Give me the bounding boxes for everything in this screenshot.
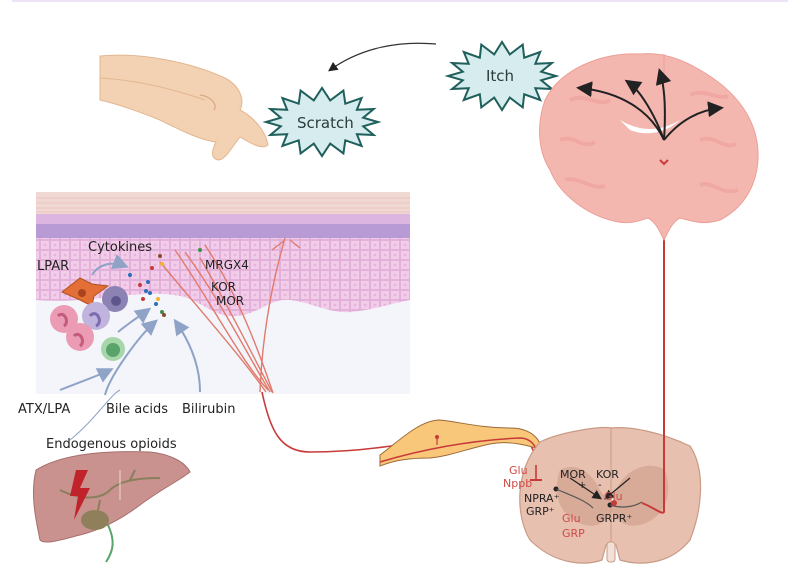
itch-to-scratch-arrow: [328, 42, 437, 72]
liver-illustration: [32, 451, 191, 563]
glu-left-label: Glu: [509, 464, 528, 477]
mor-label: MOR: [216, 294, 245, 308]
grpr-label: GRPR⁺: [596, 512, 633, 525]
npra-label: NPRA⁺: [524, 492, 560, 505]
grp-plus-label: GRP⁺: [526, 505, 555, 518]
minus-sign: -: [598, 480, 602, 491]
itch-burst: [444, 40, 560, 112]
dorsal-root-ganglion: [379, 419, 543, 467]
glu-right-label: Glu: [604, 490, 623, 503]
spinal-circuit: [530, 190, 665, 514]
scratching-hand-illustration: [99, 54, 269, 161]
itch-label: Itch: [486, 67, 515, 85]
bile-acids-label: Bile acids: [106, 402, 169, 417]
cytokines-label: Cytokines: [88, 240, 152, 255]
endogenous-opioids-label: Endogenous opioids: [46, 437, 177, 452]
cytokine-particles: [128, 248, 202, 317]
bilirubin-label: Bilirubin: [182, 402, 236, 417]
immune-cells: [50, 277, 128, 361]
nppb-label: Nppb: [503, 477, 533, 490]
kor-spinal-label: KOR: [596, 468, 619, 481]
lpar-label: LPAR: [37, 259, 70, 274]
atx-lpa-label: ATX/LPA: [18, 402, 71, 417]
mrgx4-label: MRGX4: [205, 258, 249, 272]
grp-bottom-label: GRP: [562, 527, 585, 540]
scratch-label: Scratch: [297, 114, 354, 132]
scratch-burst: [262, 86, 382, 158]
mor-spinal-label: MOR: [560, 468, 586, 481]
plus-sign: +: [578, 480, 587, 491]
brain-coronal-section: [539, 53, 759, 242]
kor-label: KOR: [211, 280, 236, 294]
top-border: [12, 0, 788, 2]
sensory-nerve-fibers: [159, 237, 301, 394]
glu-bottom-label: Glu: [562, 512, 581, 525]
